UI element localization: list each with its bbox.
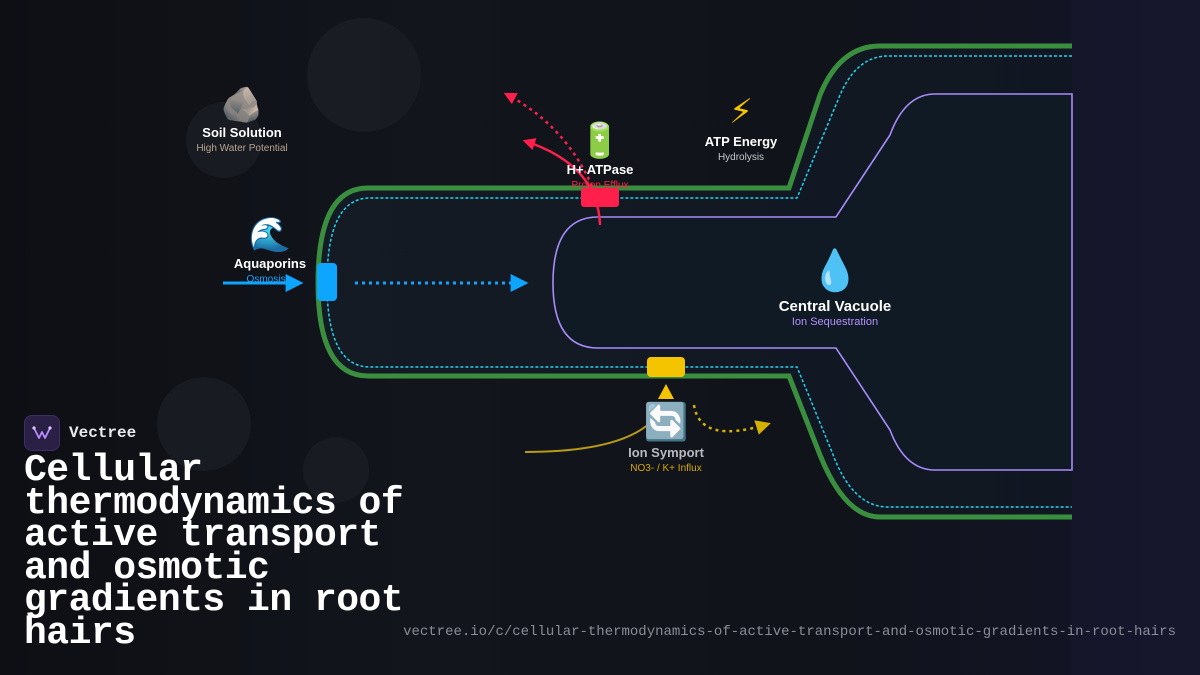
brand-name: Vectree xyxy=(69,424,137,442)
node-ion-symport: 🔄 Ion Symport NO3- / K+ Influx xyxy=(628,401,705,474)
background-decoration xyxy=(157,18,421,503)
lightning-icon: ⚡ xyxy=(729,92,753,132)
plasma-membrane xyxy=(326,55,1072,508)
brand[interactable]: Vectree xyxy=(24,415,136,451)
node-central-vacuole: 💧 Central Vacuole Ion Sequestration xyxy=(779,247,892,328)
node-atp-title: ATP Energy xyxy=(705,134,778,149)
symporter-up-arrow xyxy=(658,384,674,399)
node-soil-title: Soil Solution xyxy=(202,125,281,140)
node-vacuole-title: Central Vacuole xyxy=(779,298,892,315)
central-vacuole-membrane xyxy=(552,93,1073,471)
node-atp-energy: ⚡ ATP Energy Hydrolysis xyxy=(705,92,778,163)
page-url[interactable]: vectree.io/c/cellular-thermodynamics-of-… xyxy=(403,624,1176,640)
rock-icon: 🪨 xyxy=(221,85,263,125)
page-title: Cellular thermodynamics of active transp… xyxy=(24,449,404,655)
ion-cotransport-arrow xyxy=(692,404,771,435)
node-aquaporins-subtitle: Osmosis xyxy=(247,274,286,285)
node-aquaporins-title: Aquaporins xyxy=(234,256,306,271)
node-atpase-subtitle: Proton Efflux xyxy=(571,180,628,191)
node-soil-subtitle: High Water Potential xyxy=(196,143,287,154)
aquaporin-channel xyxy=(317,263,337,301)
node-aquaporins: 🌊 Aquaporins Osmosis xyxy=(234,215,306,285)
proton-efflux-arrow-solid xyxy=(522,138,602,226)
node-vacuole-subtitle: Ion Sequestration xyxy=(792,316,878,328)
vectree-logo-icon xyxy=(24,415,60,451)
ion-influx-arrow xyxy=(524,417,656,453)
wave-icon: 🌊 xyxy=(249,215,291,255)
node-atpase-title: H+ ATPase xyxy=(567,162,634,177)
right-panel-shade xyxy=(1070,0,1200,675)
cycle-arrows-icon: 🔄 xyxy=(644,401,689,443)
ion-symporter xyxy=(647,357,685,377)
node-soil-solution: 🪨 Soil Solution High Water Potential xyxy=(196,85,287,154)
battery-icon: 🔋 xyxy=(579,121,621,161)
node-symport-subtitle: NO3- / K+ Influx xyxy=(630,463,701,474)
proton-efflux-arrow-dotted xyxy=(503,92,594,187)
node-h-atpase: 🔋 H+ ATPase Proton Efflux xyxy=(567,121,634,191)
node-symport-title: Ion Symport xyxy=(628,445,705,460)
node-atp-subtitle: Hydrolysis xyxy=(718,152,764,163)
droplet-icon: 💧 xyxy=(810,247,860,294)
proton-pump xyxy=(581,188,619,207)
